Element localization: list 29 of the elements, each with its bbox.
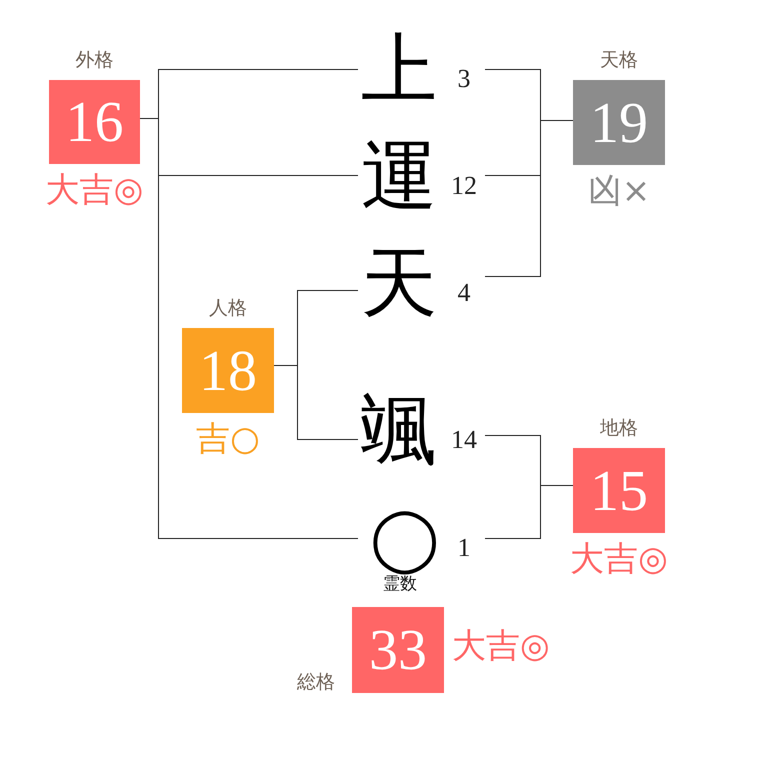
stroke-count: 3 (458, 66, 470, 92)
stroke-count: 14 (451, 427, 477, 453)
score-box: 19 (573, 80, 665, 165)
name-character: ◯ (370, 500, 440, 575)
stroke-count: 1 (458, 535, 470, 561)
stroke-count: 12 (451, 173, 477, 199)
category-label: 外格 (76, 51, 114, 70)
category-label: 総格 (297, 673, 335, 692)
score-box: 16 (49, 80, 140, 164)
connector-line (485, 120, 573, 278)
fortune-label: 凶× (588, 174, 650, 208)
score-box: 15 (573, 448, 665, 533)
category-label: 地格 (600, 419, 638, 438)
stroke-count: 4 (458, 280, 470, 306)
annotation-label: 霊数 (383, 576, 417, 593)
fortune-label: 大吉◎ (570, 542, 668, 576)
score-box: 33 (352, 607, 444, 693)
name-character: 颯 (361, 391, 437, 469)
category-label: 人格 (209, 299, 247, 318)
category-label: 天格 (600, 51, 638, 70)
connector-line (274, 364, 358, 440)
name-character: 上 (361, 30, 437, 108)
fortune-label: 大吉◎ (46, 173, 144, 207)
connector-line (485, 484, 573, 540)
score-box: 18 (182, 328, 274, 413)
fortune-label: 吉○ (196, 422, 260, 456)
name-character: 天 (361, 244, 437, 322)
name-character: 運 (361, 137, 437, 215)
fortune-label: 大吉◎ (452, 629, 550, 663)
